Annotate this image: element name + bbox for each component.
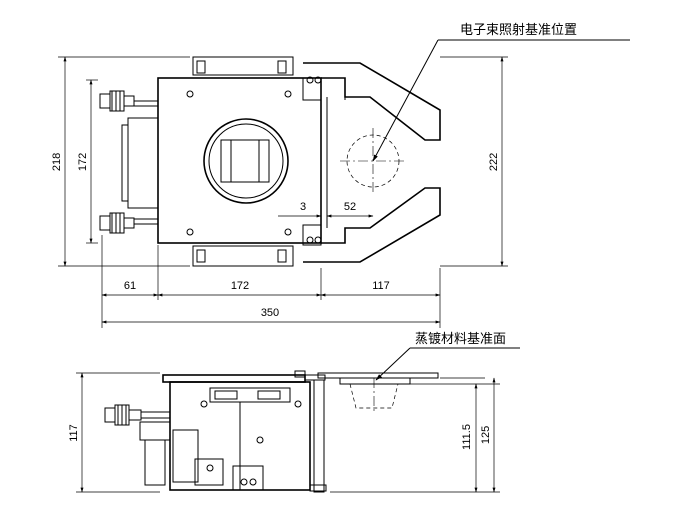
- leader-material: 蒸镀材料基准面: [375, 331, 520, 381]
- dim-117-horizontal: 117: [372, 280, 390, 292]
- dim-222: 222: [488, 153, 500, 171]
- dim-61: 61: [124, 280, 136, 292]
- leader-ebeam: 电子束照射基准位置: [372, 22, 630, 162]
- ebeam-reference-label: 电子束照射基准位置: [460, 22, 577, 38]
- material-surface-label: 蒸镀材料基准面: [415, 331, 506, 347]
- dim-350: 350: [261, 307, 279, 319]
- dim-52: 52: [344, 201, 356, 213]
- dim-117-vertical: 117: [68, 424, 80, 442]
- dim-125: 125: [480, 426, 492, 444]
- dim-172-vertical: 172: [77, 153, 89, 171]
- dim-172-horizontal: 172: [231, 280, 249, 292]
- dim-218: 218: [51, 153, 63, 171]
- side-view: [104, 370, 439, 493]
- side-view-dimensions: 117 111.5 125: [68, 372, 500, 493]
- dim-111-5: 111.5: [461, 424, 473, 450]
- dim-3: 3: [300, 201, 306, 213]
- top-view: [99, 56, 441, 267]
- top-view-dimensions: 218 172 222 3 52 61 172 117 350: [51, 56, 508, 328]
